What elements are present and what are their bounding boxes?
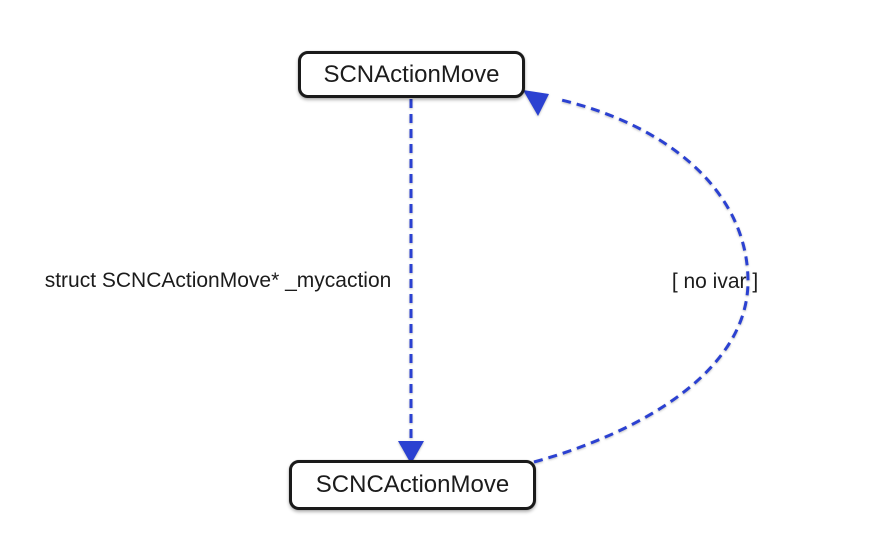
forward-edge-label: struct SCNCActionMove* _mycaction (44, 269, 392, 292)
back-edge-label: [ no ivar ] (671, 270, 759, 293)
node-scnactionmove: SCNActionMove (298, 51, 525, 98)
node-scncactionmove: SCNCActionMove (289, 460, 536, 510)
arrowhead-up-left-icon (523, 90, 549, 116)
node-scncactionmove-label: SCNCActionMove (315, 471, 510, 498)
arrowhead-down-icon (398, 441, 424, 464)
node-scnactionmove-label: SCNActionMove (323, 60, 500, 88)
back-edge-line (533, 97, 750, 464)
